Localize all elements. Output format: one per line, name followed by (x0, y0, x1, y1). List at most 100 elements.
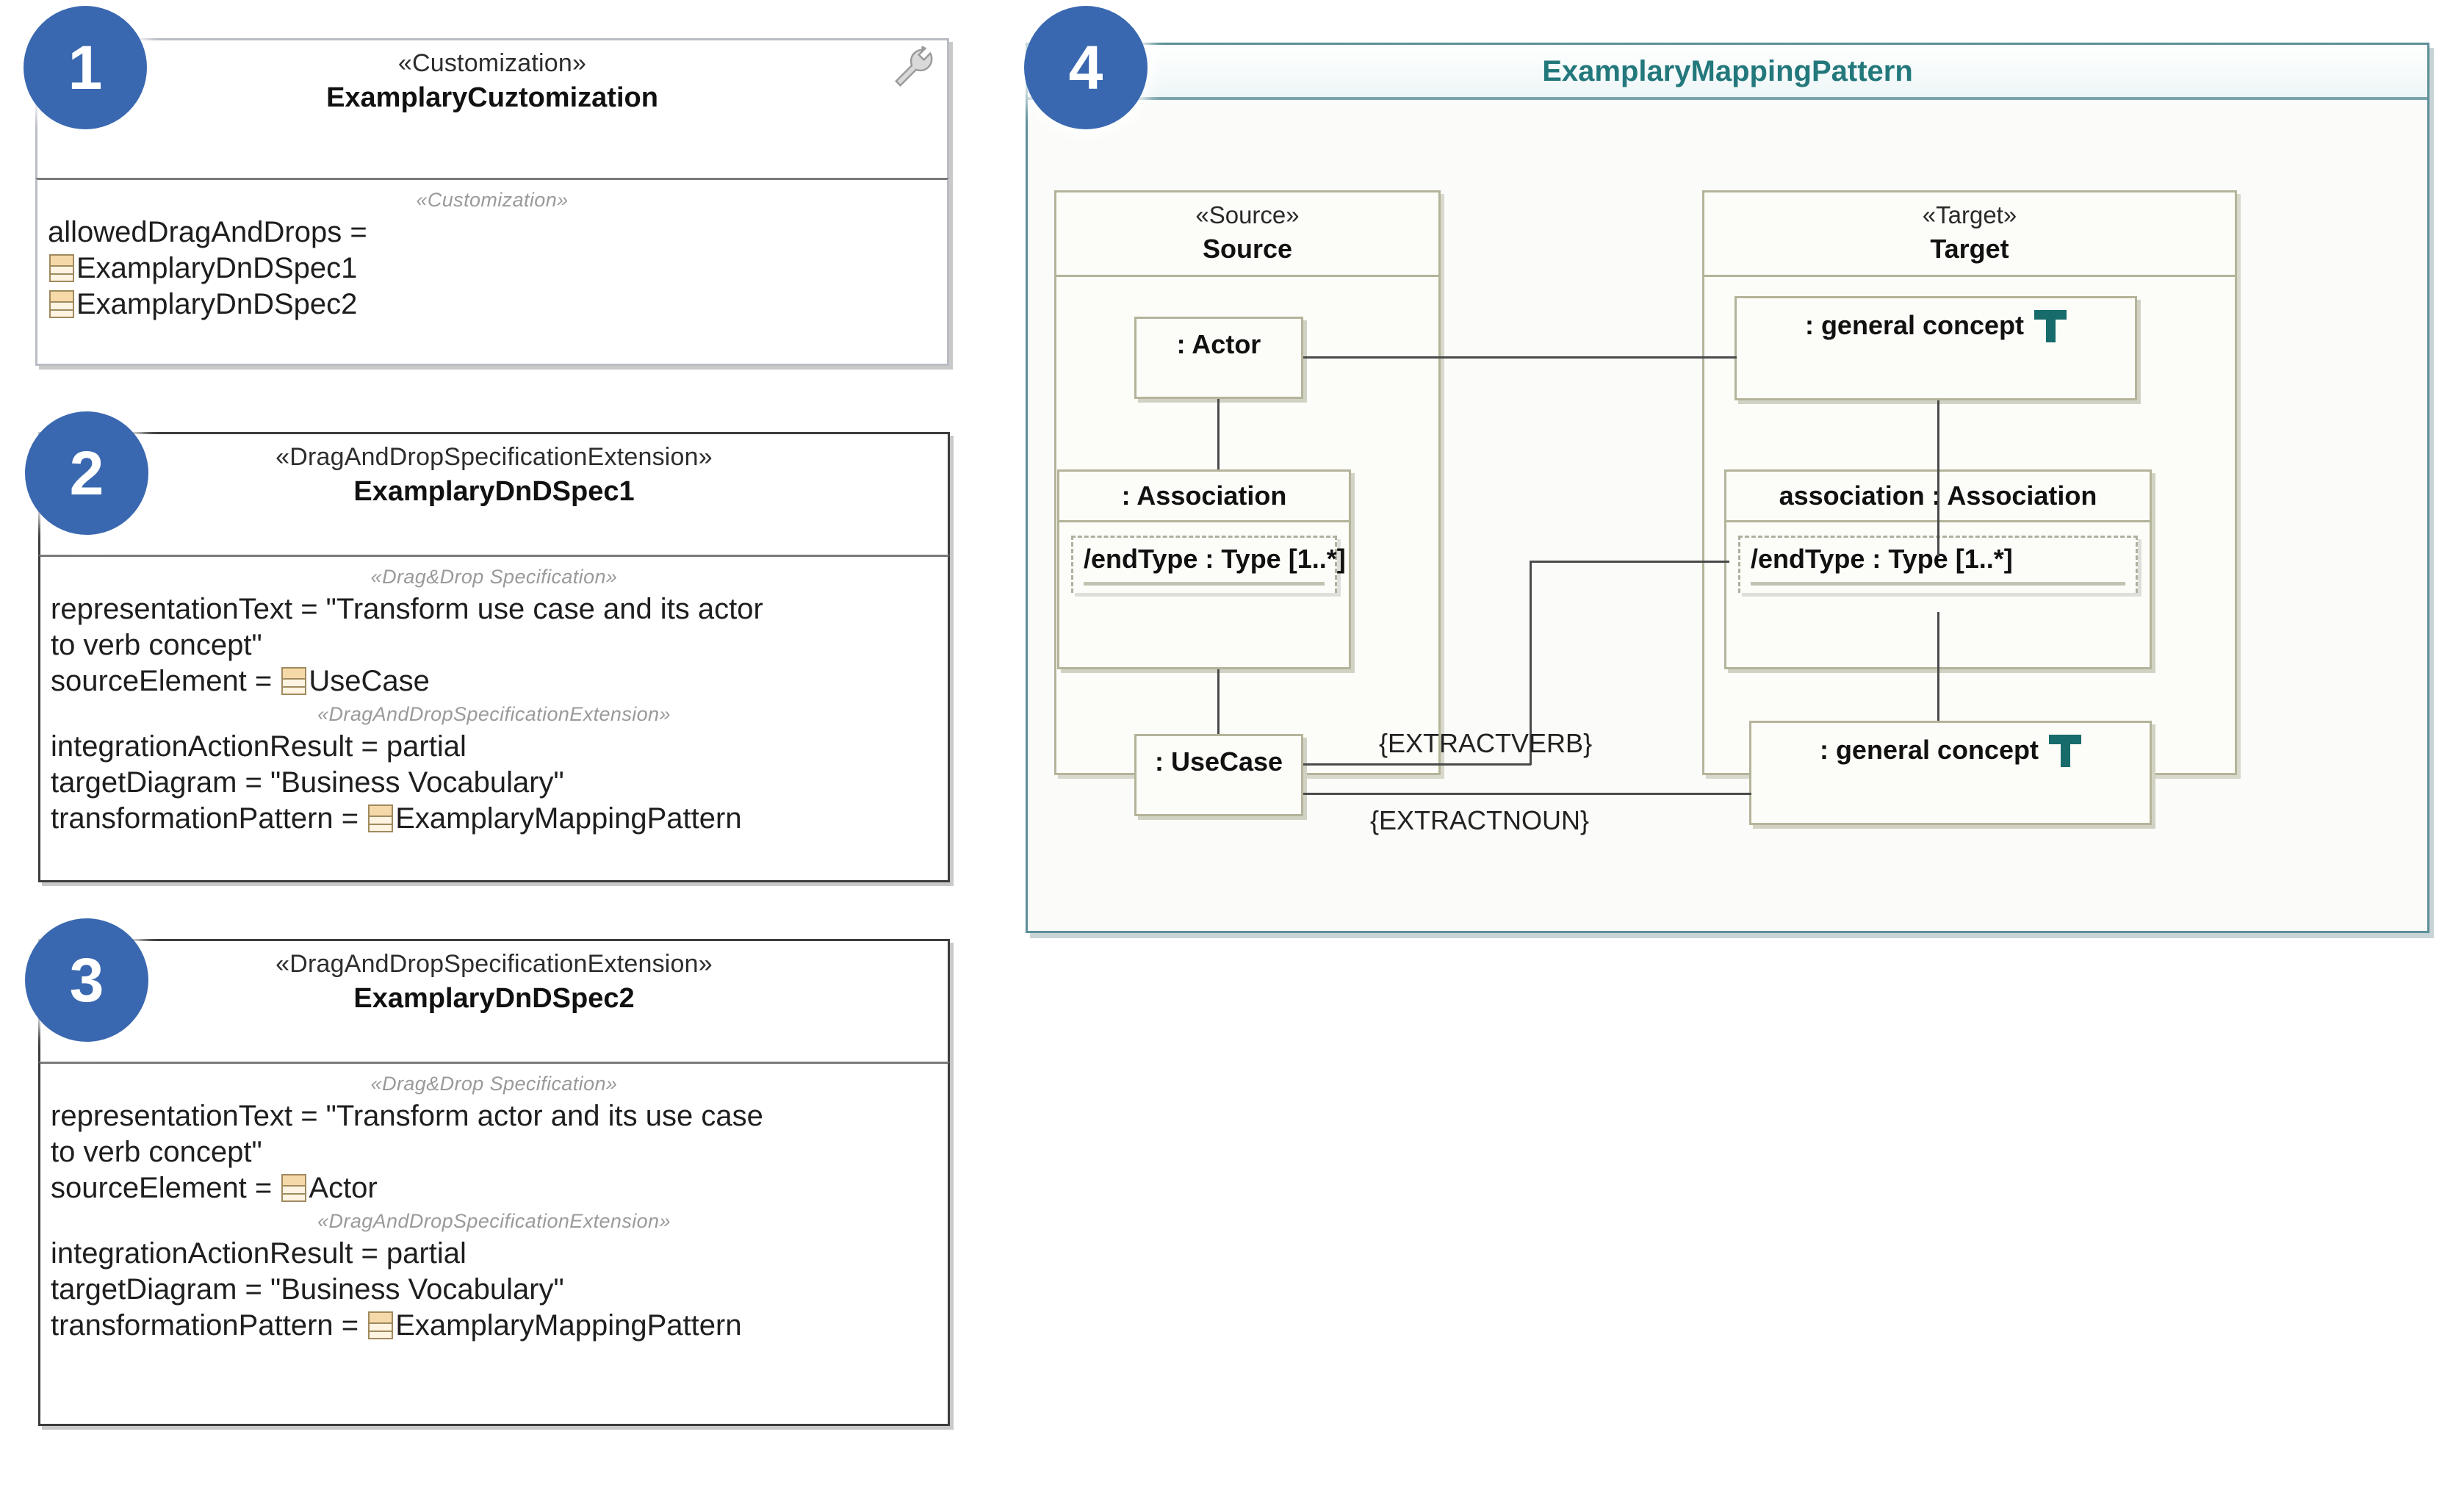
box3-representation-text-line1: representationText = "Transform actor an… (51, 1100, 763, 1132)
box3-source-element-value: Actor (309, 1171, 378, 1204)
source-usecase-label: : UseCase (1154, 746, 1283, 777)
box3-source-element-row: sourceElement = Actor (51, 1170, 937, 1206)
box3-stereotype: «DragAndDropSpecificationExtension» (275, 950, 713, 978)
dndspec1-class-body[interactable]: «Drag&Drop Specification» representation… (38, 555, 950, 882)
source-usecase-node[interactable]: : UseCase (1134, 734, 1303, 816)
connector-label-extractverb: {EXTRACTVERB} (1379, 728, 1593, 758)
box2-representation-text-line2: to verb concept" (51, 628, 262, 661)
box1-value-1: ExamplaryDnDSpec2 (76, 287, 358, 320)
source-endtype-slot[interactable]: /endType : Type [1..*] (1071, 536, 1346, 593)
mapping-usecase-verb-seg1 (1303, 763, 1531, 766)
target-concept-top-label: : general concept (1804, 310, 2025, 340)
connector-actor-association (1217, 399, 1220, 469)
target-concept-bottom-row: : general concept (1751, 723, 2150, 767)
source-endtype-label: /endType : Type [1..*] (1084, 544, 1346, 574)
box1-attribute-label: allowedDragAndDrops = (48, 216, 367, 248)
source-association-divider (1059, 520, 1349, 522)
box3-transformation-pattern-value: ExamplaryMappingPattern (395, 1308, 742, 1342)
box2-transformation-pattern-value: ExamplaryMappingPattern (395, 802, 742, 835)
mapping-usecase-verb-seg2 (1530, 561, 1729, 563)
target-concept-top-node[interactable]: : general concept (1734, 296, 2137, 400)
box2-target-diagram: targetDiagram = "Business Vocabulary" (51, 766, 564, 799)
box3-header: «DragAndDropSpecificationExtension» Exam… (40, 941, 948, 1025)
box3-ext-stereotype: «DragAndDropSpecificationExtension» (317, 1210, 671, 1233)
box2-representation-text-line1: representationText = "Transform use case… (51, 593, 763, 625)
box3-body: «Drag&Drop Specification» representation… (40, 1064, 948, 1355)
connector-label-extractnoun: {EXTRACTNOUN} (1370, 805, 1590, 835)
box3-target-diagram: targetDiagram = "Business Vocabulary" (51, 1273, 564, 1306)
badge-2-label: 2 (69, 438, 104, 508)
badge-3-label: 3 (69, 945, 104, 1015)
box3-representation-text-line2: to verb concept" (51, 1135, 262, 1168)
box1-body: «Customization» allowedDragAndDrops = Ex… (37, 180, 947, 334)
class-icon (368, 804, 394, 832)
badge-1-label: 1 (68, 32, 103, 102)
source-actor-node[interactable]: : Actor (1134, 317, 1303, 399)
customization-class-body[interactable]: «Customization» allowedDragAndDrops = Ex… (35, 178, 949, 366)
badge-4: 4 (1024, 6, 1148, 129)
box3-name: ExamplaryDnDSpec2 (353, 983, 635, 1014)
box2-source-element-row: sourceElement = UseCase (51, 663, 937, 699)
source-association-title: : Association (1121, 480, 1287, 511)
target-stereotype: «Target» (1922, 201, 2017, 228)
box2-compartment-stereotype: «Drag&Drop Specification» (370, 566, 618, 588)
box2-name: ExamplaryDnDSpec1 (353, 476, 635, 507)
box2-source-element-value: UseCase (309, 664, 430, 697)
target-concept-top-row: : general concept (1737, 298, 2135, 342)
mapping-usecase-noun (1303, 793, 1751, 795)
class-icon (281, 1173, 307, 1202)
term-t-icon (2034, 309, 2067, 342)
box2-transformation-pattern-label: transformationPattern = (51, 802, 367, 835)
box3-integration-action-result: integrationActionResult = partial (51, 1237, 466, 1270)
mapping-actor-to-concept (1303, 356, 1737, 359)
box1-header: «Customization» ExamplaryCuztomization (37, 40, 947, 124)
box3-compartment-stereotype: «Drag&Drop Specification» (370, 1073, 618, 1095)
source-endtype-rule (1084, 582, 1325, 586)
box1-value-row: ExamplaryDnDSpec1 (48, 251, 937, 287)
box2-ext-stereotype: «DragAndDropSpecificationExtension» (317, 703, 671, 726)
badge-3: 3 (25, 918, 148, 1042)
mapping-pattern-panel[interactable]: ExamplaryMappingPattern «Source» Source … (1026, 43, 2429, 933)
class-icon (281, 666, 307, 695)
box1-compartment-stereotype: «Customization» (416, 189, 569, 211)
target-endtype-rule (1751, 582, 2125, 586)
box2-source-element-label: sourceElement = (51, 664, 281, 697)
badge-4-label: 4 (1068, 32, 1103, 102)
target-name: Target (1930, 234, 2009, 264)
wrench-icon[interactable] (890, 46, 936, 91)
target-concept-bottom-label: : general concept (1819, 735, 2039, 765)
box2-integration-action-result: integrationActionResult = partial (51, 730, 466, 763)
dndspec2-class-body[interactable]: «Drag&Drop Specification» representation… (38, 1062, 950, 1426)
target-endtype-label: /endType : Type [1..*] (1751, 544, 2013, 574)
source-association-body: /endType : Type [1..*] (1059, 522, 1349, 609)
box1-value-row: ExamplaryDnDSpec2 (48, 287, 937, 323)
box2-header: «DragAndDropSpecificationExtension» Exam… (40, 434, 948, 518)
target-concept-bottom-node[interactable]: : general concept (1749, 721, 2152, 825)
customization-class-box[interactable]: «Customization» ExamplaryCuztomization (35, 38, 949, 182)
source-name: Source (1202, 234, 1293, 264)
box3-transformation-pattern-label: transformationPattern = (51, 1308, 367, 1342)
pattern-title: ExamplaryMappingPattern (1028, 45, 2427, 100)
term-t-icon (2049, 733, 2082, 767)
connector-target-association-concept (1937, 612, 1939, 721)
connector-target-concept-association (1937, 400, 1939, 556)
box1-value-0: ExamplaryDnDSpec1 (76, 251, 358, 284)
box1-stereotype: «Customization» (397, 49, 587, 77)
box3-transformation-pattern-row: transformationPattern = ExamplaryMapping… (51, 1308, 937, 1344)
class-icon (49, 289, 74, 318)
pattern-canvas: «Source» Source : Actor : Association /e… (1028, 45, 2427, 931)
box2-transformation-pattern-row: transformationPattern = ExamplaryMapping… (51, 801, 937, 837)
box1-name: ExamplaryCuztomization (326, 82, 658, 113)
dndspec2-class-box[interactable]: «DragAndDropSpecificationExtension» Exam… (38, 939, 950, 1066)
source-stereotype: «Source» (1195, 201, 1300, 228)
source-actor-label: : Actor (1176, 329, 1261, 359)
source-divider (1056, 275, 1438, 277)
mapping-usecase-verb-riser (1530, 561, 1532, 765)
box3-source-element-label: sourceElement = (51, 1171, 281, 1204)
box2-body: «Drag&Drop Specification» representation… (40, 557, 948, 849)
source-role-header: «Source» Source (1056, 192, 1438, 275)
badge-1: 1 (24, 6, 147, 129)
source-association-node[interactable]: : Association /endType : Type [1..*] (1057, 469, 1351, 669)
class-icon (49, 253, 74, 282)
dndspec1-class-box[interactable]: «DragAndDropSpecificationExtension» Exam… (38, 432, 950, 559)
